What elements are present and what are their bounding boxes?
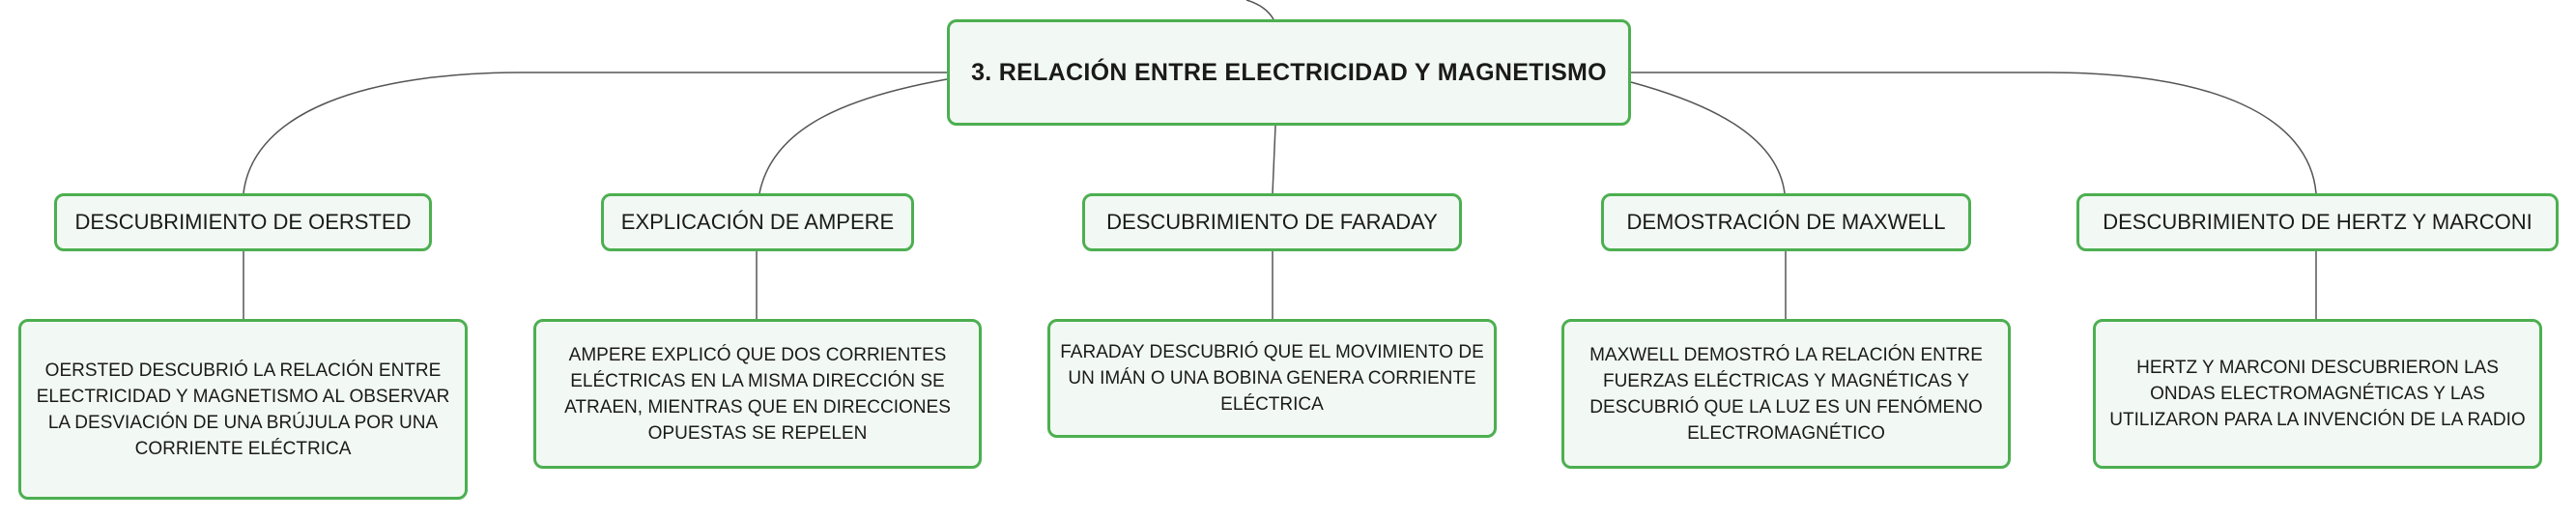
connector-root-oersted [243,72,947,194]
detail-maxwell[interactable]: MAXWELL DEMOSTRÓ LA RELACIÓN ENTRE FUERZ… [1561,319,2011,469]
root-node[interactable]: 3. RELACIÓN ENTRE ELECTRICIDAD Y MAGNETI… [947,19,1631,126]
connector-root-faraday [1272,125,1276,194]
detail-faraday[interactable]: FARADAY DESCUBRIÓ QUE EL MOVIMIENTO DE U… [1047,319,1497,438]
connector-root-ampere [758,78,948,194]
branch-maxwell[interactable]: DEMOSTRACIÓN DE MAXWELL [1601,193,1971,251]
branch-hertz-marconi[interactable]: DESCUBRIMIENTO DE HERTZ Y MARCONI [2076,193,2559,251]
detail-ampere[interactable]: AMPERE EXPLICÓ QUE DOS CORRIENTES ELÉCTR… [533,319,982,469]
connector-root-maxwell [1630,81,1786,194]
branch-oersted[interactable]: DESCUBRIMIENTO DE OERSTED [54,193,432,251]
branch-ampere[interactable]: EXPLICACIÓN DE AMPERE [601,193,914,251]
parent-connector [1245,0,1274,20]
branch-faraday[interactable]: DESCUBRIMIENTO DE FARADAY [1082,193,1462,251]
connector-root-hertz [1631,72,2317,194]
detail-hertz-marconi[interactable]: HERTZ Y MARCONI DESCUBRIERON LAS ONDAS E… [2093,319,2542,469]
detail-oersted[interactable]: OERSTED DESCUBRIÓ LA RELACIÓN ENTRE ELEC… [18,319,468,500]
